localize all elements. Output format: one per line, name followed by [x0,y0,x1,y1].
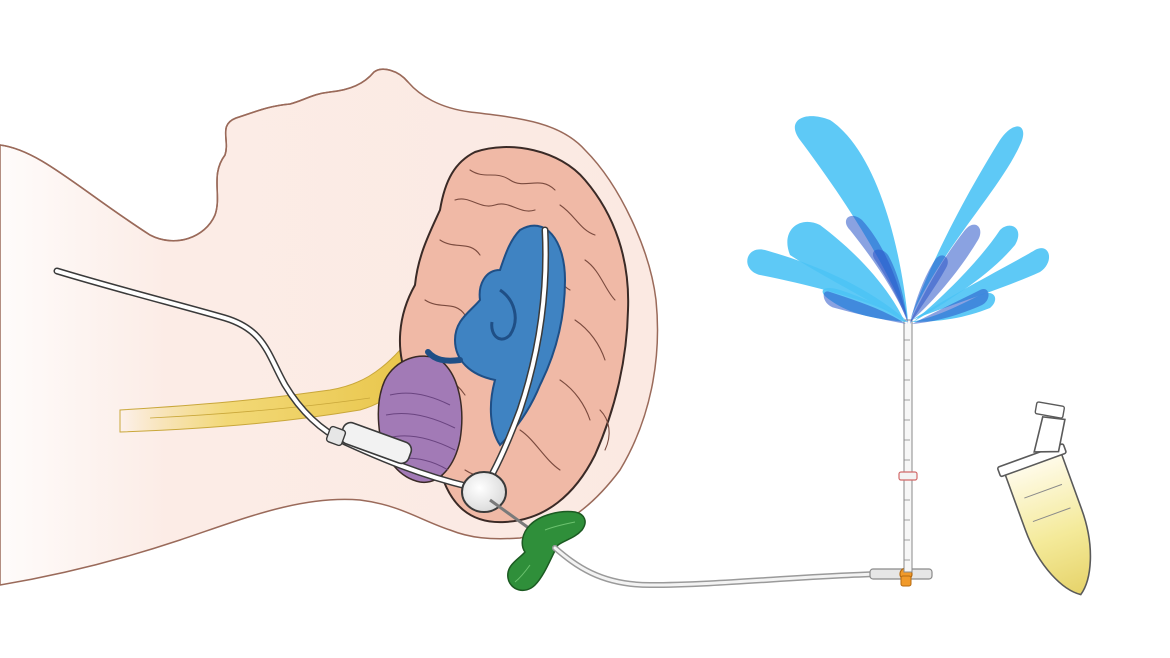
collection-tube [997,401,1092,596]
tube-cap [1033,416,1066,453]
needle-wings [507,510,586,592]
extension-tubing [552,545,883,589]
ventricles [425,224,567,447]
face-contour [0,68,409,242]
tube-body [1003,451,1092,596]
shunt-catheter [53,226,550,491]
manometer [898,319,918,573]
stopcock [869,567,933,587]
butterfly-needle [489,498,586,592]
manometer-joint [898,471,918,481]
csf-fountain [747,116,1050,324]
